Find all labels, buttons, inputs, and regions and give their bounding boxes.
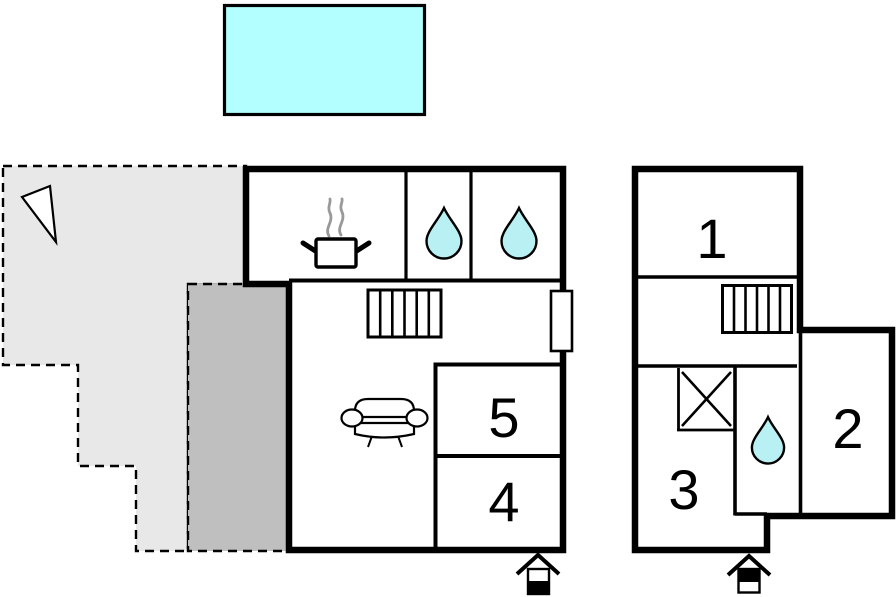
room-2-label: 2 xyxy=(832,397,863,460)
annex-building-walls xyxy=(631,165,896,554)
room-4-label: 4 xyxy=(488,470,519,533)
stairs-icon xyxy=(721,284,793,334)
annex-building-floor xyxy=(635,169,892,550)
main-building-walls xyxy=(242,165,567,554)
terrace-dark xyxy=(186,282,291,553)
pool xyxy=(222,3,427,117)
shower-icon xyxy=(677,368,735,432)
entrance-arrow-icon xyxy=(515,552,561,596)
room-1-label: 1 xyxy=(696,207,727,270)
room-5-label: 5 xyxy=(488,386,519,449)
stairs-icon xyxy=(366,288,443,339)
water-drop-icon xyxy=(425,205,463,260)
main-interior-walls xyxy=(289,169,563,550)
sofa-icon xyxy=(340,397,429,448)
door-icon xyxy=(549,289,574,353)
room-3-label: 3 xyxy=(668,458,699,521)
entrance-arrow-icon xyxy=(726,553,772,594)
steam-icon xyxy=(326,197,345,238)
annex-interior-walls xyxy=(638,275,803,516)
north-arrow-icon xyxy=(20,184,58,246)
water-drop-icon xyxy=(750,414,786,465)
stove-icon xyxy=(300,197,372,269)
water-drop-icon xyxy=(500,205,538,260)
